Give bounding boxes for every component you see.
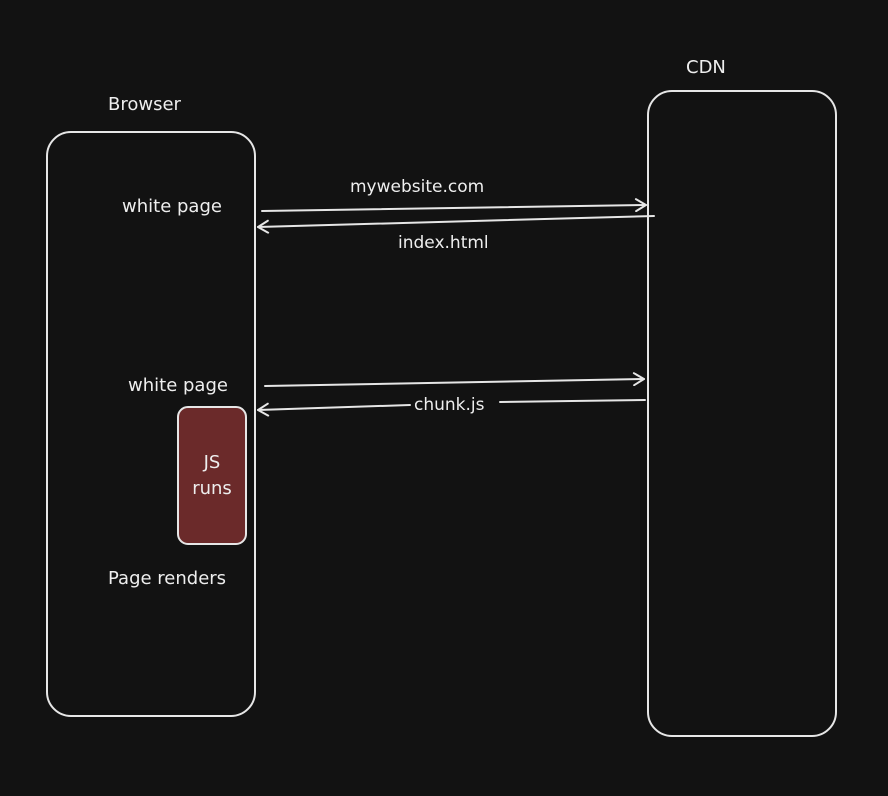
arrow-response-chunk-head: [257, 402, 411, 417]
cdn-lane: [647, 90, 837, 737]
message-request-site: mywebsite.com: [350, 177, 484, 197]
arrow-request-chunk: [264, 372, 645, 387]
message-response-chunk: chunk.js: [414, 395, 485, 415]
browser-lane: [46, 131, 256, 717]
arrow-response-chunk-tail: [499, 399, 646, 403]
js-runs-line1: JS: [203, 452, 221, 473]
browser-state-second: white page: [128, 375, 228, 396]
browser-label: Browser: [108, 94, 182, 115]
browser-state-final: Page renders: [108, 568, 226, 589]
cdn-label: CDN: [686, 57, 726, 78]
js-runs-line2: runs: [192, 478, 232, 499]
arrow-request-site: [261, 198, 647, 213]
arrow-response-index: [257, 215, 655, 234]
browser-state-first: white page: [122, 196, 222, 217]
message-response-index: index.html: [398, 233, 489, 253]
js-runs-box: [177, 406, 247, 545]
